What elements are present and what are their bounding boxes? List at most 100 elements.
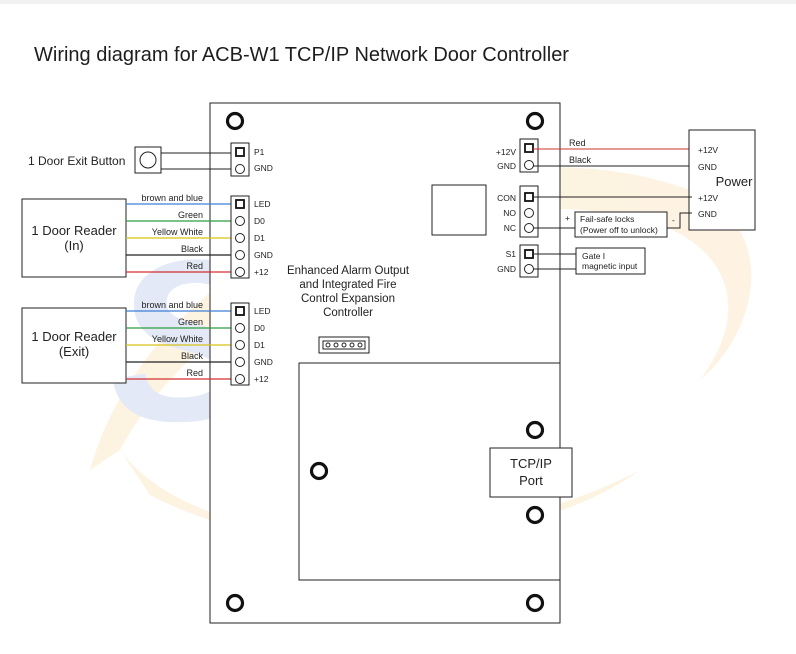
reader-in-label: 1 Door Reader [31, 223, 117, 238]
terminal-pin [235, 357, 245, 367]
reader-exit-box [21, 307, 127, 384]
exit-button-label: 1 Door Exit Button [28, 154, 125, 168]
connector-pin [349, 342, 355, 348]
mounting-hole [225, 593, 245, 613]
reader-exit-sublabel: (Exit) [59, 344, 89, 359]
expansion-connector-pins [325, 342, 363, 348]
terminal-pin [235, 267, 245, 277]
exit-button-knob [139, 151, 157, 169]
mounting-hole [525, 420, 545, 440]
power-supply-pin-label: GND [698, 162, 717, 172]
reader-in-sublabel: (In) [64, 238, 84, 253]
tcpip-port-label: TCP/IP [510, 456, 552, 471]
reader-exit-label: 1 Door Reader [31, 329, 117, 344]
reader-wire-label: Red [186, 368, 203, 378]
connector-pin [357, 342, 363, 348]
exit-button [134, 146, 162, 174]
reader-pin-label: GND [254, 250, 273, 260]
reader-pin-label: D0 [254, 323, 265, 333]
terminal-pin [524, 208, 534, 218]
reader-wire-label: Black [181, 351, 204, 361]
expansion-label-line4: Controller [323, 307, 373, 319]
mounting-hole [525, 505, 545, 525]
power-red-wire-label: Red [569, 138, 586, 148]
p1-gnd-label: GND [254, 163, 273, 173]
fail-safe-lock-box [574, 211, 668, 238]
reader-wire-label: Red [186, 261, 203, 271]
terminal-pin [235, 250, 245, 260]
mounting-hole [525, 111, 545, 131]
terminal-square-pin [235, 147, 245, 157]
reader-wire-label: Green [178, 317, 203, 327]
reader-wire-label: Green [178, 210, 203, 220]
lock-sublabel: (Power off to unlock) [580, 225, 658, 235]
power-black-wire-label: Black [569, 155, 592, 165]
reader-in-box [21, 198, 127, 278]
terminal-pin [235, 233, 245, 243]
reader-wire-label: Black [181, 244, 204, 254]
connector-pin [325, 342, 331, 348]
gate-label: Gate I [582, 251, 605, 261]
power-supply-pin-label: +12V [698, 145, 718, 155]
terminal-pin [235, 374, 245, 384]
power-supply-pin-label: GND [698, 209, 717, 219]
lock-nc-label: NC [504, 223, 516, 233]
reader-wire-label: brown and blue [141, 193, 203, 203]
expansion-label-line1: Enhanced Alarm Output [287, 265, 410, 277]
relay-block [431, 184, 487, 236]
connector-pin [333, 342, 339, 348]
lock-minus-label: - [672, 215, 675, 225]
p1-pin-label: P1 [254, 147, 265, 157]
terminal-square-pin [235, 199, 245, 209]
terminal-square-pin [524, 192, 534, 202]
lock-to-power-gnd-wire [667, 212, 692, 229]
power-pin-gnd-label: GND [497, 161, 516, 171]
connector-pin [341, 342, 347, 348]
reader-pin-label: D0 [254, 216, 265, 226]
reader-pin-label: +12 [254, 374, 269, 384]
reader-wire-label: Yellow White [152, 227, 203, 237]
gate-gnd-label: GND [497, 264, 516, 274]
power-supply-pin-label: +12V [698, 193, 718, 203]
terminal-pin [235, 323, 245, 333]
reader-pin-label: +12 [254, 267, 269, 277]
mounting-hole [525, 593, 545, 613]
reader-pin-label: LED [254, 199, 271, 209]
page-title: Wiring diagram for ACB-W1 TCP/IP Network… [34, 44, 569, 66]
reader-pin-label: D1 [254, 233, 265, 243]
mounting-hole [309, 461, 329, 481]
tcpip-port [489, 447, 573, 498]
expansion-label-line2: and Integrated Fire [299, 279, 396, 291]
power-supply-label: Power [716, 174, 754, 189]
terminal-pin [235, 164, 245, 174]
terminal-square-pin [524, 249, 534, 259]
reader-pin-label: D1 [254, 340, 265, 350]
terminal-square-pin [235, 306, 245, 316]
mounting-hole [225, 111, 245, 131]
reader-wire-label: Yellow White [152, 334, 203, 344]
terminal-square-pin [524, 143, 534, 153]
lock-plus-label: + [565, 213, 570, 223]
expansion-connector-inner [322, 340, 366, 350]
reader-wire-label: brown and blue [141, 300, 203, 310]
lock-label: Fail-safe locks [580, 214, 634, 224]
gate-s1-label: S1 [506, 249, 517, 259]
terminal-pin [235, 216, 245, 226]
reader-pin-label: GND [254, 357, 273, 367]
top-bar [0, 0, 796, 4]
power-pin-12v-label: +12V [496, 147, 516, 157]
gate-sublabel: magnetic input [582, 261, 638, 271]
lock-no-label: NO [503, 208, 516, 218]
terminal-pin [524, 160, 534, 170]
power-supply-box [688, 129, 756, 231]
reader-pin-label: LED [254, 306, 271, 316]
expansion-label-line3: Control Expansion [301, 293, 395, 305]
tcpip-port-sublabel: Port [519, 473, 543, 488]
lock-con-label: CON [497, 193, 516, 203]
